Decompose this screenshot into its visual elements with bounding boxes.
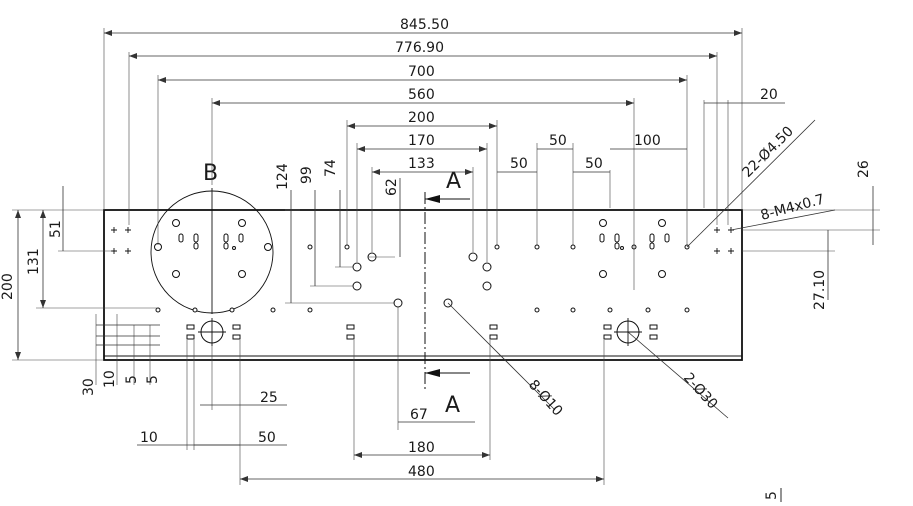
dimension-lines-bottom bbox=[96, 324, 604, 480]
dim-27-10: 27.10 bbox=[812, 270, 828, 310]
dim-25: 25 bbox=[260, 390, 278, 406]
callout-m4-tapped: 8-M4x0.7 bbox=[759, 191, 826, 223]
plate-outline bbox=[103, 209, 743, 361]
section-label-top: A bbox=[446, 169, 461, 194]
dimension-lines-left bbox=[17, 178, 401, 360]
dim-50-c: 50 bbox=[585, 156, 603, 172]
dim-51: 51 bbox=[48, 220, 64, 238]
dim-170: 170 bbox=[408, 133, 435, 149]
dim-5-a: 5 bbox=[124, 375, 140, 384]
dim-133: 133 bbox=[408, 156, 435, 172]
dim-131: 131 bbox=[26, 248, 42, 275]
extension-lines-top bbox=[103, 28, 743, 290]
callout-holes-30: 2-Ø30 bbox=[680, 370, 721, 413]
dim-480: 480 bbox=[408, 464, 435, 480]
dim-200: 200 bbox=[408, 110, 435, 126]
dim-560: 560 bbox=[408, 87, 435, 103]
dim-10-horizontal: 10 bbox=[140, 430, 158, 446]
corner-mark: 5 bbox=[764, 491, 780, 500]
dim-700: 700 bbox=[408, 64, 435, 80]
dim-50-a: 50 bbox=[549, 133, 567, 149]
callout-holes-4-50: 22-Ø4.50 bbox=[740, 124, 797, 181]
dimension-lines-top bbox=[104, 32, 785, 173]
dim-99: 99 bbox=[299, 166, 315, 184]
dim-30: 30 bbox=[81, 378, 97, 396]
section-label-bottom: A bbox=[445, 393, 460, 418]
callout-leaders bbox=[447, 119, 836, 419]
dim-100: 100 bbox=[634, 133, 661, 149]
dim-845: 845.50 bbox=[400, 17, 449, 33]
extension-lines-bottom bbox=[95, 307, 605, 485]
tapped-holes bbox=[111, 227, 734, 254]
dim-50-b: 50 bbox=[510, 156, 528, 172]
dim-124: 124 bbox=[275, 163, 291, 190]
dim-62: 62 bbox=[384, 178, 400, 196]
callout-holes-10: 8-Ø10 bbox=[525, 377, 566, 420]
dim-200-vertical: 200 bbox=[0, 273, 16, 300]
detail-b-circle: B bbox=[150, 161, 274, 314]
dim-26: 26 bbox=[856, 160, 872, 178]
dim-5-b: 5 bbox=[145, 375, 161, 384]
extension-lines-right bbox=[742, 209, 880, 252]
arrowheads bbox=[15, 30, 742, 482]
detail-b-label: B bbox=[203, 161, 218, 186]
holes bbox=[111, 219, 734, 346]
dim-20: 20 bbox=[760, 87, 778, 103]
dim-50-horizontal: 50 bbox=[258, 430, 276, 446]
section-line: A A bbox=[424, 169, 470, 418]
dim-74: 74 bbox=[323, 159, 339, 177]
dim-180: 180 bbox=[408, 440, 435, 456]
extension-lines-left bbox=[12, 209, 395, 361]
dimension-lines-right bbox=[827, 186, 874, 300]
dim-10-vertical: 10 bbox=[102, 370, 118, 388]
dim-776: 776.90 bbox=[395, 40, 444, 56]
dim-67: 67 bbox=[410, 407, 428, 423]
